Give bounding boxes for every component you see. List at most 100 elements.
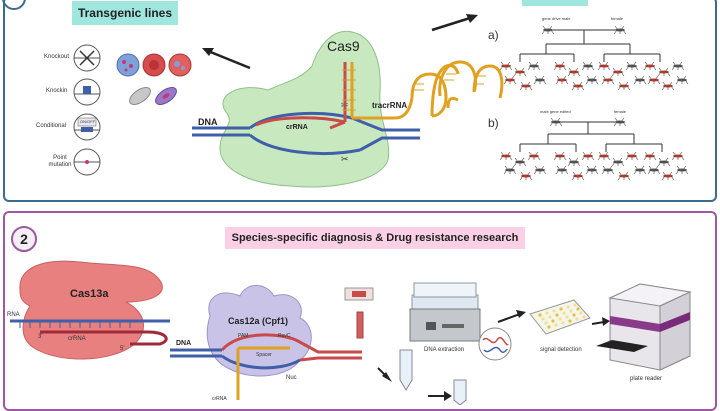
dna-strand-panel2 [170,333,362,400]
cas12a-label: Cas12a (Cpf1) [228,316,289,326]
mosquito-icon [643,61,657,71]
mosquito-icon [541,25,555,35]
mosquito-icon [533,165,547,175]
gene-drive-title-pill [522,0,588,6]
blood-tube-icon [356,311,364,339]
crrna-label-panel1: crRNA [286,124,308,131]
well-icon [573,303,577,307]
cas9-protein [219,30,390,188]
gene-drive-tree-b [519,121,663,152]
well-icon [582,315,586,319]
modification-icons [73,44,101,176]
three-prime-label: 3' [38,334,43,340]
mosquito-icon [675,75,689,85]
mosquito-icon [601,165,615,175]
well-icon [555,313,559,317]
mosquito-icon [597,151,611,161]
well-icon [541,317,545,321]
cas13a-protein [19,260,163,360]
sample-tube-icon [399,349,413,391]
microplate-icon [529,299,591,335]
mosquito-icon [585,165,599,175]
pam-label: PAM [238,333,249,339]
mosquito-icon [499,61,513,71]
mosquito-icon [581,151,595,161]
mosquito-icon [519,81,533,91]
mosquito-icon [513,157,527,167]
scissors-icon: ✂ [341,154,349,164]
spacer-label: Spacer [256,352,272,358]
tracrrna-label: tracrRNA [372,101,408,110]
mosquito-icon [585,75,599,85]
well-icon [545,311,549,315]
ruvc-label: RuvC [278,333,291,339]
well-icon [575,317,579,321]
crrna-cas13 [40,330,168,346]
cell-icon [116,53,140,77]
well-icon [566,305,570,309]
well-icon [562,311,566,315]
mosquito-icon [533,75,547,85]
signal-detection-label: signal detection [540,347,582,353]
rna-ticks [19,321,131,328]
mosquito-icon [647,165,661,175]
rna-label: RNA [7,312,20,318]
label-point-mutation: Point mutation [48,155,72,168]
gene-drive-tree-a [519,29,661,62]
mosquito-icon [611,157,625,167]
crrna-label-cas13: crRNA [68,336,86,342]
well-icon [579,311,583,315]
panel1-title: Transgenic lines [72,1,178,25]
mosquito-icon [513,67,527,77]
well-icon [554,323,558,327]
dna-strand-panel1 [192,111,420,155]
well-icon [544,321,548,325]
mosquito-icon [503,75,517,85]
well-icon [558,317,562,321]
label-conditional: Conditional [36,123,67,129]
mosquito-icon [527,151,541,161]
well-icon [572,313,576,317]
mosquito-icon [661,81,675,91]
dna-extraction-label: DNA extraction [424,347,465,353]
mosquito-icon [555,75,569,85]
five-prime-label: 5' [120,346,125,352]
mosquito-icon [643,151,657,161]
mosquito-icon [613,117,627,127]
mosquito-icon [553,151,567,161]
mosquito-icon [633,165,647,175]
well-icon [568,319,572,323]
plate-reader-icon [596,283,692,371]
mosquito-icon [567,67,581,77]
crrna-strand [255,116,346,127]
mosquito-icon [625,151,639,161]
well-icon [576,307,580,311]
water-bath-icon [409,282,481,342]
well-icon [551,319,555,323]
mosquito-icon [647,75,661,85]
mosquito-icon [555,165,569,175]
well-icon [561,321,565,325]
gene-edited-male-label: male gene edited [540,109,571,114]
mosquito-icon [661,171,675,181]
dna-label-panel1: DNA [198,117,218,127]
gene-drive-a-label: a) [488,28,499,42]
panel2-title: Species-specific diagnosis & Drug resist… [225,227,525,249]
mosquito-icon [549,117,563,127]
cas12a-protein [206,285,312,377]
well-icon [538,313,542,317]
well-icon [569,309,573,313]
mosquito-icon [601,75,615,85]
mosquito-icon [611,67,625,77]
panel-transgenic [3,0,717,202]
mosquito-icon [527,61,541,71]
cas9-label: Cas9 [327,38,360,54]
mosquito-icon [581,61,595,71]
mosquito-icon [571,81,585,91]
crrna-label-cas12: crRNA [212,396,227,402]
mosquito-icon [597,61,611,71]
label-knockin: Knockin [46,88,68,94]
label-on-off-tag: ON/OFF [80,119,96,124]
nuc-label: Nuc [286,375,297,381]
dna-label-panel2: DNA [176,340,192,347]
